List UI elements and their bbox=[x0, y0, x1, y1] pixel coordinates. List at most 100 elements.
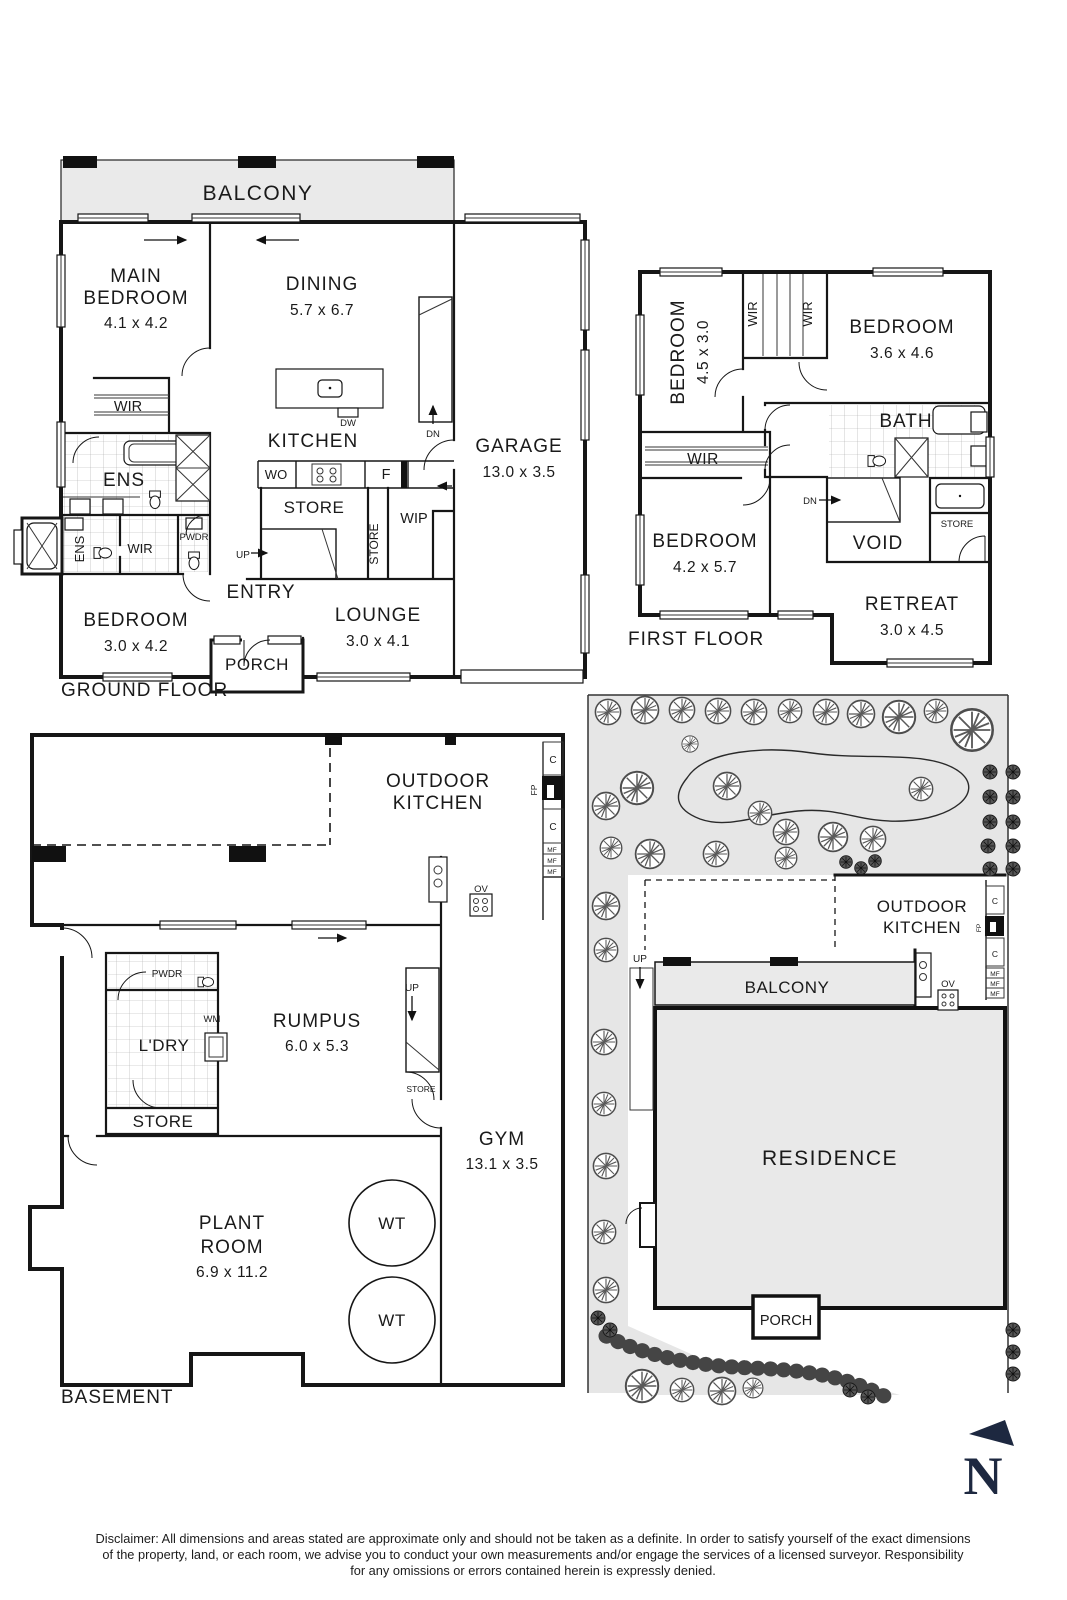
label-site-up: UP bbox=[633, 954, 647, 965]
label-rumpus: RUMPUS bbox=[273, 1011, 361, 1032]
label-porch: PORCH bbox=[225, 655, 289, 674]
first-floor-plan: BEDROOM 4.5 x 3.0 WIR WIR BEDROOM 3.6 x … bbox=[628, 267, 995, 668]
vanity-sink bbox=[935, 483, 985, 509]
label-outdoor-kitchen-2: KITCHEN bbox=[393, 793, 483, 814]
label-wir-b: WIR bbox=[800, 301, 815, 326]
lift-icon bbox=[20, 516, 64, 576]
label-site-ov: OV bbox=[941, 979, 955, 990]
disclaimer-line-2: of the property, land, or each room, we … bbox=[102, 1547, 964, 1562]
label-outdoor-kitchen-1: OUTDOOR bbox=[386, 771, 490, 792]
kitchen-island bbox=[275, 368, 384, 418]
label-garage-dim: 13.0 x 3.5 bbox=[482, 464, 555, 481]
disclaimer-line-3: for any omissions or errors contained he… bbox=[350, 1563, 716, 1578]
water-tanks bbox=[348, 1179, 436, 1364]
label-ldry: L'DRY bbox=[139, 1036, 190, 1055]
label-bedroom-dim: 3.0 x 4.2 bbox=[104, 638, 168, 655]
label-mf-1: MF bbox=[547, 847, 556, 854]
label-wt-1: WT bbox=[378, 1214, 405, 1233]
label-entry: ENTRY bbox=[226, 582, 295, 603]
label-garage: GARAGE bbox=[475, 436, 562, 457]
label-retreat: RETREAT bbox=[865, 594, 959, 615]
label-plant-dim: 6.9 x 11.2 bbox=[196, 1264, 268, 1281]
porch-outline bbox=[751, 1294, 821, 1340]
label-mf-3: MF bbox=[547, 869, 556, 876]
label-bedroom3: BEDROOM bbox=[652, 531, 757, 552]
label-ens: ENS bbox=[103, 470, 145, 491]
label-cupboard-1: C bbox=[549, 755, 556, 766]
label-site-mf3: MF bbox=[990, 991, 999, 998]
label-wo: WO bbox=[265, 467, 287, 482]
windows bbox=[159, 920, 367, 930]
label-wip: WIP bbox=[400, 511, 427, 527]
label-site-outdoor-1: OUTDOOR bbox=[877, 897, 967, 916]
label-main-bedroom-dim: 4.1 x 4.2 bbox=[104, 315, 168, 332]
label-balcony: BALCONY bbox=[203, 182, 314, 205]
label-store-stairs: STORE bbox=[406, 1084, 435, 1094]
label-mf-2: MF bbox=[547, 858, 556, 865]
toilet-icon bbox=[197, 976, 215, 988]
disclaimer-text: Disclaimer: All dimensions and areas sta… bbox=[96, 1531, 971, 1578]
label-retreat-dim: 3.0 x 4.5 bbox=[880, 622, 944, 639]
toilet-icon bbox=[93, 547, 113, 559]
label-site-c2: C bbox=[992, 949, 998, 959]
label-fridge: F bbox=[382, 467, 391, 483]
label-rumpus-dim: 6.0 x 5.3 bbox=[285, 1038, 349, 1055]
floor-title-basement: BASEMENT bbox=[61, 1387, 174, 1408]
toilet-icon bbox=[867, 455, 887, 467]
shower-icon bbox=[894, 437, 929, 478]
bbq-cooktop-icon bbox=[428, 856, 448, 903]
label-site-balcony: BALCONY bbox=[745, 978, 830, 997]
label-dn: DN bbox=[803, 496, 817, 507]
floor-title-ground: GROUND FLOOR bbox=[61, 680, 228, 701]
label-bedroom1: BEDROOM bbox=[668, 299, 689, 404]
shower-icon bbox=[175, 434, 211, 502]
label-bedroom: BEDROOM bbox=[83, 610, 188, 631]
label-cupboard-2: C bbox=[549, 822, 556, 833]
label-dw: DW bbox=[340, 418, 356, 429]
stairs-down bbox=[418, 296, 453, 423]
label-wir-a: WIR bbox=[745, 301, 760, 326]
label-site-porch: PORCH bbox=[760, 1313, 812, 1329]
toilet-icon bbox=[188, 551, 200, 571]
label-lounge-dim: 3.0 x 4.1 bbox=[346, 633, 410, 650]
label-plant-2: ROOM bbox=[200, 1237, 263, 1258]
label-wm: WM bbox=[204, 1014, 221, 1025]
stairs-up bbox=[260, 528, 339, 580]
label-lounge: LOUNGE bbox=[335, 605, 421, 626]
outdoor-kitchen-cabinets bbox=[542, 741, 564, 920]
label-main-bedroom-1: MAIN bbox=[110, 266, 162, 287]
label-site-mf1: MF bbox=[990, 971, 999, 978]
north-arrow-icon bbox=[969, 1420, 1014, 1446]
label-kitchen: KITCHEN bbox=[268, 431, 358, 452]
residence-outline bbox=[653, 1006, 1007, 1310]
label-wt-2: WT bbox=[378, 1311, 405, 1330]
hedge-row bbox=[598, 1328, 896, 1406]
label-main-bedroom-2: BEDROOM bbox=[83, 288, 188, 309]
toilet-icon bbox=[149, 490, 161, 510]
label-site-outdoor-2: KITCHEN bbox=[883, 918, 961, 937]
label-dn: DN bbox=[426, 429, 440, 440]
label-up: UP bbox=[236, 550, 250, 561]
cooktop-icon bbox=[311, 463, 342, 486]
garage-door bbox=[460, 669, 584, 684]
label-wir: WIR bbox=[114, 399, 142, 415]
label-dining: DINING bbox=[286, 274, 359, 295]
label-pwdr: PWDR bbox=[179, 532, 208, 543]
windows bbox=[635, 267, 995, 668]
label-bedroom2-dim: 3.6 x 4.6 bbox=[870, 345, 934, 362]
label-store-2: STORE bbox=[367, 523, 381, 564]
oven-icon bbox=[469, 893, 493, 917]
label-up: UP bbox=[405, 983, 419, 994]
label-ov: OV bbox=[474, 884, 488, 895]
site-plan: OUTDOOR KITCHEN C FP C MF MF MF OV UP BA… bbox=[587, 694, 1021, 1406]
label-residence: RESIDENCE bbox=[762, 1147, 898, 1170]
label-bath: BATH bbox=[879, 411, 932, 432]
stairs-site bbox=[629, 967, 654, 1111]
label-store: STORE bbox=[941, 519, 974, 530]
washing-machine-icon bbox=[204, 1032, 228, 1062]
stairs-up bbox=[405, 967, 440, 1073]
label-store: STORE bbox=[284, 498, 345, 517]
ground-floor-plan: BALCONY MAIN BEDROOM 4.1 x 4.2 DINING 5.… bbox=[13, 156, 590, 943]
